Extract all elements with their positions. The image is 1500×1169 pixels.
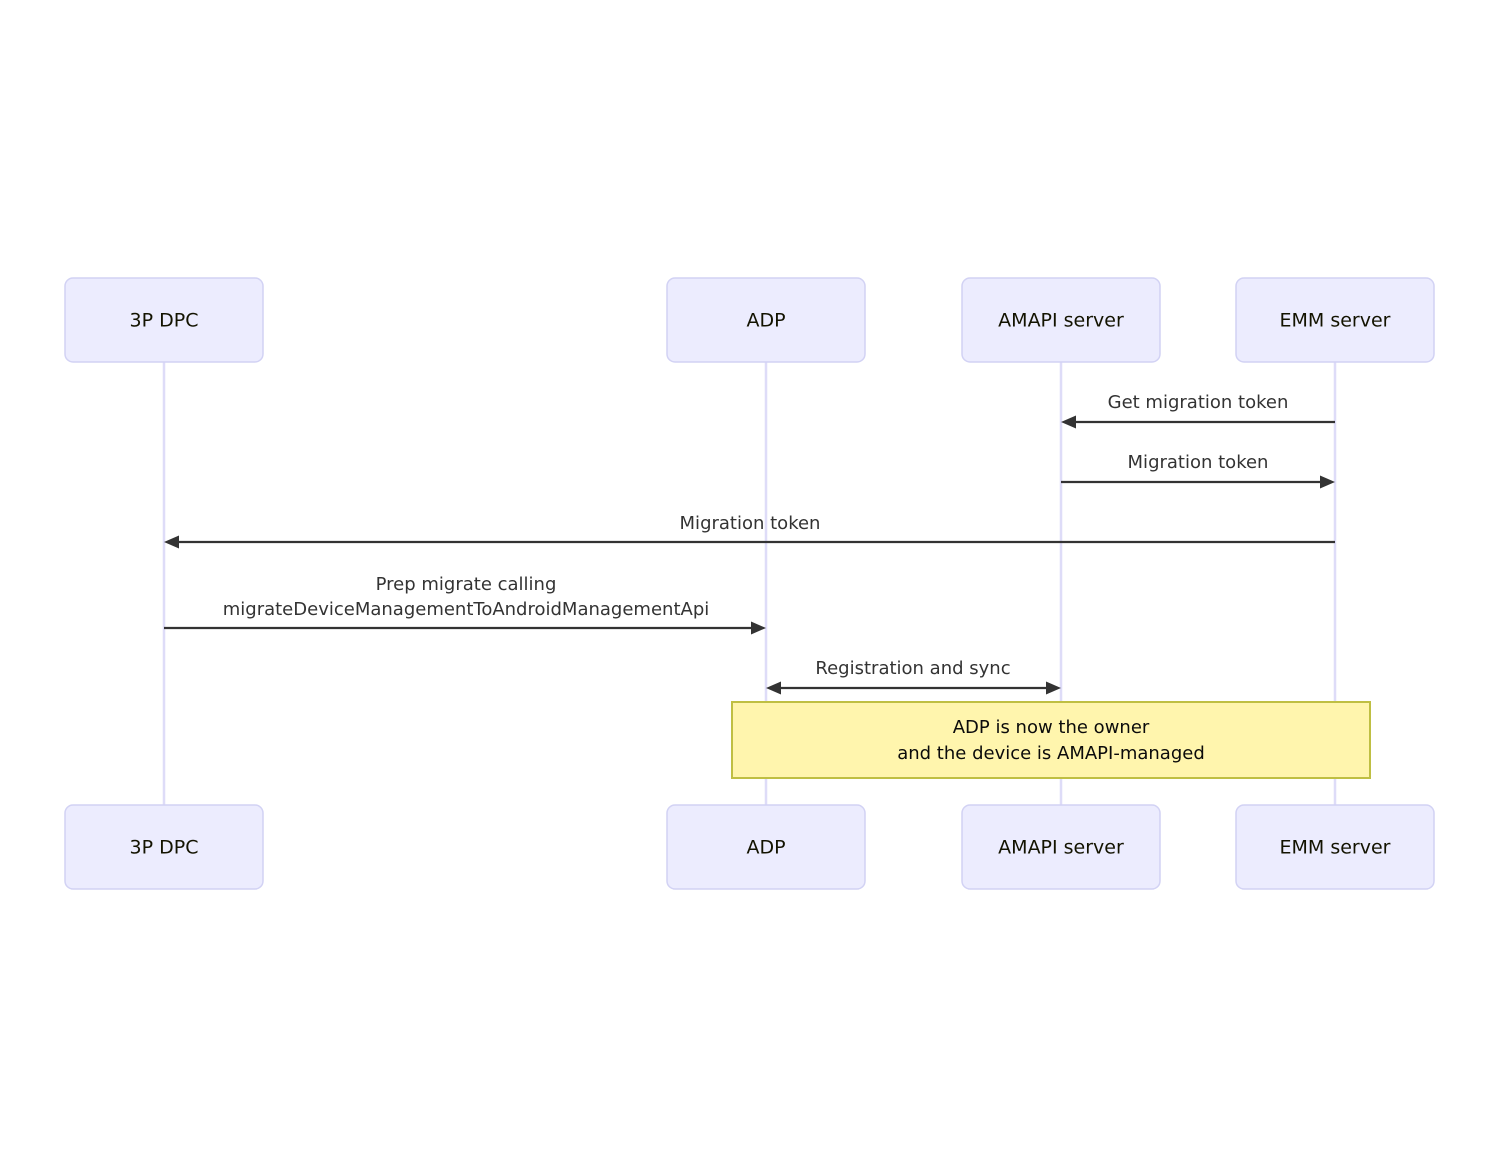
actor-adp-top[interactable]: ADP [666,277,866,363]
note-label-n1: and the device is AMAPI-managed [897,743,1205,764]
note-label-n1: ADP is now the owner [953,717,1150,738]
actor-label-dpc: 3P DPC [130,837,199,859]
message-m2: Migration token [1061,452,1335,489]
actor-amapi-bottom[interactable]: AMAPI server [961,804,1161,890]
actor-dpc-top[interactable]: 3P DPC [64,277,264,363]
arrowhead-m4 [751,621,766,635]
actor-box-amapi[interactable] [961,804,1161,890]
notes-group: ADP is now the owner and the device is AM… [731,701,1371,779]
actor-box-dpc[interactable] [64,277,264,363]
message-label-m4: migrateDeviceManagementToAndroidManageme… [223,599,710,620]
actor-label-emm: EMM server [1280,310,1391,332]
actor-label-amapi: AMAPI server [998,310,1124,332]
actor-emm-bottom[interactable]: EMM server [1235,804,1435,890]
actors-top-group: 3P DPC ADP AMAPI server EMM server [64,277,1435,363]
message-label-m3: Migration token [680,513,821,534]
message-label-m4: Prep migrate calling [376,574,557,595]
message-label-m2: Migration token [1128,452,1269,473]
actor-amapi-top[interactable]: AMAPI server [961,277,1161,363]
actor-box-adp[interactable] [666,804,866,890]
actor-emm-top[interactable]: EMM server [1235,277,1435,363]
arrowhead-m1 [1061,415,1076,429]
arrowhead-m3 [164,535,179,549]
actor-box-emm[interactable] [1235,804,1435,890]
note-n1: ADP is now the owner and the device is AM… [731,701,1371,779]
message-label-m1: Get migration token [1108,392,1289,413]
arrowhead-m5 [766,681,781,695]
message-m5: Registration and sync [766,658,1061,695]
arrowhead-m2 [1320,475,1335,489]
actor-box-amapi[interactable] [961,277,1161,363]
note-box-n1 [731,701,1371,779]
actor-label-emm: EMM server [1280,837,1391,859]
actor-label-amapi: AMAPI server [998,837,1124,859]
message-m4: Prep migrate calling migrateDeviceManagem… [164,574,766,635]
message-m1: Get migration token [1061,392,1335,429]
actor-label-dpc: 3P DPC [130,310,199,332]
actor-label-adp: ADP [746,837,785,859]
actor-box-adp[interactable] [666,277,866,363]
actors-bottom-group: 3P DPC ADP AMAPI server EMM server [64,804,1435,890]
actor-box-emm[interactable] [1235,277,1435,363]
message-label-m5: Registration and sync [815,658,1010,679]
message-m3: Migration token [164,513,1335,549]
actor-box-dpc[interactable] [64,804,264,890]
arrowhead-m5 [1046,681,1061,695]
actor-label-adp: ADP [746,310,785,332]
actor-dpc-bottom[interactable]: 3P DPC [64,804,264,890]
actor-adp-bottom[interactable]: ADP [666,804,866,890]
